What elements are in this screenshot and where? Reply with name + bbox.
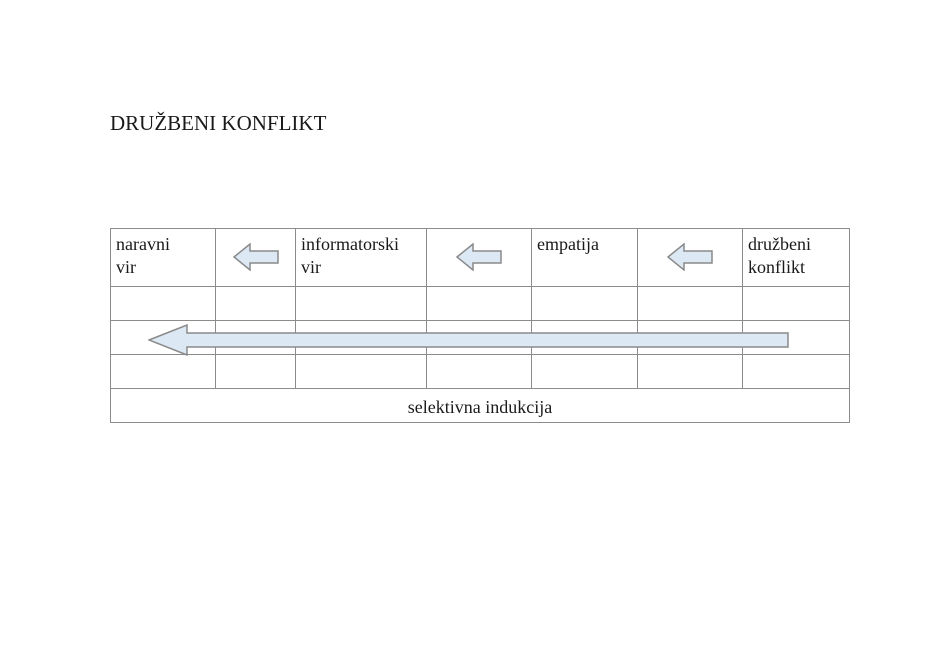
left-arrow-icon bbox=[232, 243, 279, 271]
footer-cell: selektivna indukcija bbox=[110, 388, 850, 423]
empty-cell bbox=[295, 286, 427, 321]
left-arrow-icon bbox=[667, 243, 713, 271]
empty-cell bbox=[742, 354, 850, 389]
cell-text-line: vir bbox=[301, 257, 321, 277]
cell-text-line: informatorski bbox=[301, 234, 399, 254]
long-left-arrow-icon bbox=[148, 324, 789, 356]
empty-cell bbox=[637, 354, 743, 389]
empty-cell bbox=[742, 286, 850, 321]
table-row bbox=[110, 286, 850, 321]
cell-text-line: konflikt bbox=[748, 257, 805, 277]
arrow-cell bbox=[637, 228, 743, 287]
empty-cell bbox=[295, 354, 427, 389]
table-header-row: naravni vir informatorski vir empatija bbox=[110, 228, 850, 287]
empty-cell bbox=[215, 354, 296, 389]
cell-text-line: naravni bbox=[116, 234, 170, 254]
cell-text-line: vir bbox=[116, 257, 136, 277]
cell-text-line: empatija bbox=[537, 234, 599, 254]
flow-table: naravni vir informatorski vir empatija bbox=[110, 228, 850, 423]
empty-cell bbox=[110, 286, 216, 321]
cell-text-line: družbeni bbox=[748, 234, 811, 254]
empty-cell bbox=[531, 286, 638, 321]
footer-label: selektivna indukcija bbox=[407, 396, 553, 417]
empty-cell bbox=[215, 286, 296, 321]
header-cell-druzbeni-konflikt: družbeni konflikt bbox=[742, 228, 850, 287]
table-footer-row: selektivna indukcija bbox=[110, 388, 850, 423]
left-arrow-icon bbox=[456, 243, 502, 271]
empty-cell bbox=[426, 354, 532, 389]
empty-cell bbox=[110, 354, 216, 389]
header-cell-informatorski-vir: informatorski vir bbox=[295, 228, 427, 287]
empty-cell bbox=[426, 286, 532, 321]
empty-cell bbox=[531, 354, 638, 389]
table-row bbox=[110, 354, 850, 389]
arrow-cell bbox=[426, 228, 532, 287]
header-cell-empatija: empatija bbox=[531, 228, 638, 287]
arrow-cell bbox=[215, 228, 296, 287]
document-title: DRUŽBENI KONFLIKT bbox=[110, 111, 327, 135]
empty-cell bbox=[637, 286, 743, 321]
header-cell-naravni-vir: naravni vir bbox=[110, 228, 216, 287]
